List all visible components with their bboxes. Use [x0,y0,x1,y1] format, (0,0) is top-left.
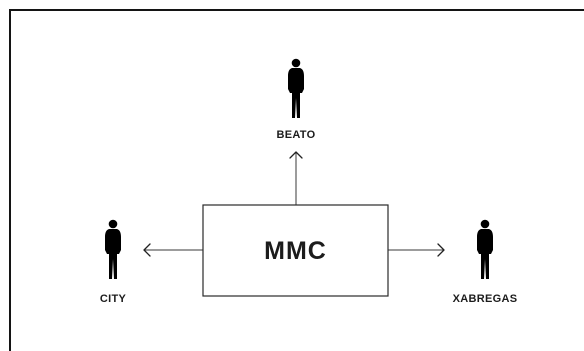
person-icon [105,219,121,279]
arrowhead-city [143,243,151,257]
node-label-beato: BEATO [277,129,316,141]
diagram-frame [9,9,584,351]
center-node-label: MMC [264,237,327,265]
node-label-xabregas: XABREGAS [453,293,518,305]
person-icon [477,219,493,279]
center-node-box [202,204,389,297]
node-label-city: CITY [100,293,127,305]
arrowhead-xabregas [437,243,445,257]
arrowhead-beato [289,151,303,159]
person-icon [288,58,304,118]
